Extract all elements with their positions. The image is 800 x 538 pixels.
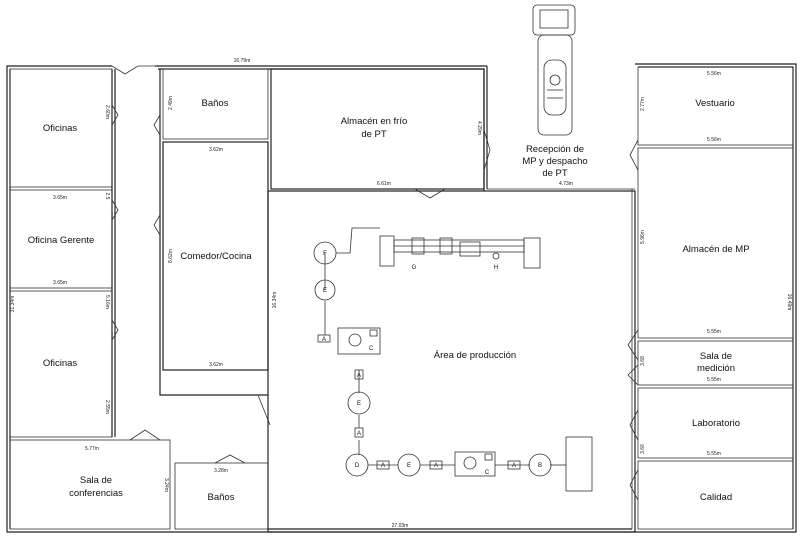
box-a-mid1 (354, 369, 364, 380)
dim-lab-h: 3.66 (640, 444, 646, 454)
label-recepcion-1: Recepción de (526, 144, 584, 155)
box-a-bot3 (507, 460, 521, 470)
label-e-bot: E (407, 463, 411, 469)
middle-column (153, 68, 271, 530)
label-c-bot: C (485, 470, 490, 476)
label-a-bot2: A (434, 463, 438, 469)
dim-office-h3: 5.16m (104, 295, 110, 309)
label-h: H (494, 265, 498, 271)
dim-left-height: 31.34m (10, 296, 16, 313)
label-c-top: C (369, 346, 374, 352)
box-a-mid2 (354, 427, 364, 438)
dim-vest-w-bottom: 5.56m (707, 137, 721, 143)
label-e-mid: E (357, 401, 361, 407)
dim-almacen-mp-h: 5.96m (640, 230, 646, 244)
label-almacen-frio-2: de PT (361, 129, 387, 140)
dim-prod-height: 16.34m (272, 292, 278, 309)
dim-vest-w-top: 5.56m (707, 71, 721, 77)
dimension-labels: 16.79m 2.60m 3.65m 2.5 3.65m 5.16m 2.55m… (10, 58, 792, 529)
dim-conf-width: 5.77m (85, 446, 99, 452)
equipment-labels: F E A C A E A D A E A C A B G H (322, 251, 542, 476)
label-area-produccion: Área de producción (434, 350, 516, 361)
equipment-e-top (314, 279, 336, 301)
dim-lab-w: 5.55m (707, 451, 721, 457)
equipment-b (528, 453, 552, 477)
box-a-bot1 (376, 460, 390, 470)
label-e-top: E (323, 288, 327, 294)
label-b: B (538, 463, 542, 469)
label-almacen-frio-1: Almacén en frío (341, 116, 408, 127)
dim-conf-height: 3.24m (163, 478, 169, 492)
box-a-top (317, 334, 331, 343)
right-rooms (627, 66, 794, 530)
room-labels: Oficinas Oficina Gerente Oficinas Sala d… (28, 98, 750, 503)
dim-medicion-h: 3.68 (640, 356, 646, 366)
dim-bottom-width: 27.03m (392, 523, 409, 529)
machine-c-bot (454, 451, 496, 477)
truck-icon (532, 4, 576, 136)
dim-banos-top-h: 2.49m (168, 96, 174, 110)
label-sala-conferencias-1: Sala de (80, 475, 112, 486)
label-a-bot3: A (512, 463, 516, 469)
equipment-e-mid (347, 391, 371, 415)
production-block (267, 66, 636, 533)
conveyor-h (523, 237, 541, 269)
dim-comedor-h: 8.62m (168, 249, 174, 263)
label-recepcion-2: MP y despacho (522, 156, 587, 167)
dim-recepcion-width: 4.73m (559, 181, 573, 187)
production-line (313, 227, 593, 492)
outer-walls (6, 63, 797, 533)
label-banos-bottom: Baños (208, 492, 235, 503)
label-oficina-gerente: Oficina Gerente (28, 235, 95, 246)
label-g: G (412, 265, 417, 271)
label-banos-top: Baños (202, 98, 229, 109)
dim-medicion-w: 5.55m (707, 377, 721, 383)
label-a-mid1: A (357, 373, 361, 379)
label-recepcion-3: de PT (542, 168, 568, 179)
label-calidad: Calidad (700, 492, 732, 503)
equipment-d (345, 453, 369, 477)
label-a-bot1: A (381, 463, 385, 469)
label-comedor: Comedor/Cocina (180, 251, 252, 262)
dim-vest-h: 2.77m (640, 97, 646, 111)
dim-top-width: 16.79m (234, 58, 251, 64)
dim-office-w2: 3.65m (53, 280, 67, 286)
dim-office-w1: 3.65m (53, 195, 67, 201)
label-oficinas-top: Oficinas (43, 123, 78, 134)
dim-banos-bottom-w: 3.28m (214, 468, 228, 474)
dim-cold-width: 6.61m (377, 181, 391, 187)
label-almacen-mp: Almacén de MP (682, 244, 749, 255)
dim-office-h1: 2.60m (104, 105, 110, 119)
label-a-top: A (322, 337, 326, 343)
label-d: D (355, 463, 360, 469)
label-laboratorio: Laboratorio (692, 418, 740, 429)
label-a-mid2: A (357, 431, 361, 437)
label-f: F (323, 251, 327, 257)
dim-office-h4: 2.55m (104, 400, 110, 414)
feeder-box (565, 436, 593, 492)
label-sala-conferencias-2: conferencias (69, 488, 123, 499)
label-sala-medicion-2: medición (697, 363, 735, 374)
equipment-e-bot (397, 453, 421, 477)
left-offices (9, 65, 171, 530)
dim-cold-height: 4.29m (476, 121, 482, 135)
label-sala-medicion-1: Sala de (700, 351, 732, 362)
dim-right-height: 16.49m (786, 294, 792, 311)
dim-comedor-w-top: 3.62m (209, 147, 223, 153)
box-a-bot2 (429, 460, 443, 470)
conveyor-g (379, 235, 395, 267)
equipment-f (313, 241, 337, 265)
machine-c-top (337, 327, 381, 355)
dim-almacen-mp-w: 5.55m (707, 329, 721, 335)
dim-comedor-w-bottom: 3.62m (209, 362, 223, 368)
label-vestuario: Vestuario (695, 98, 735, 109)
label-oficinas-bottom: Oficinas (43, 358, 78, 369)
dim-office-h2: 2.5 (104, 193, 110, 200)
